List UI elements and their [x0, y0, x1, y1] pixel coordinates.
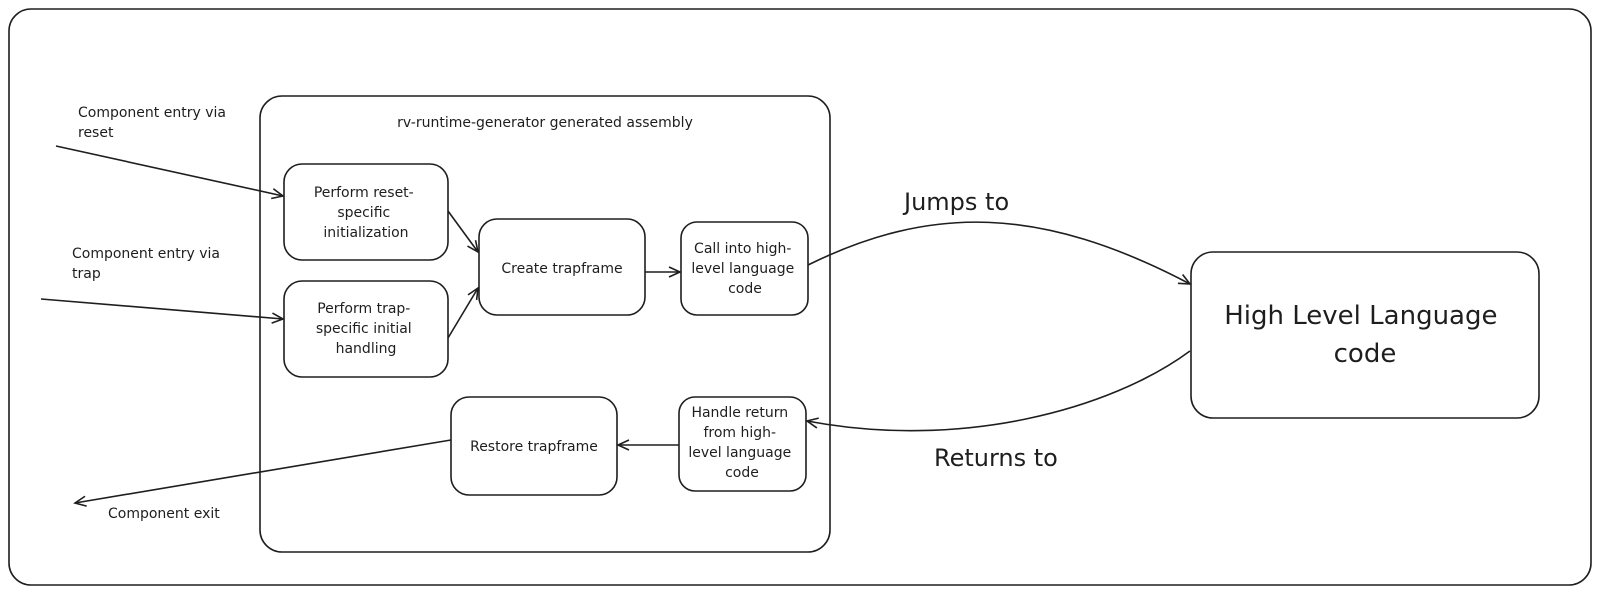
box-restore-trapframe: Restore trapframe [450, 396, 618, 496]
arrow-reset-to-create [447, 210, 480, 254]
container-title: rv-runtime-generator generated assembly [397, 115, 693, 131]
box-high-level-code: High Level Language code [1190, 251, 1540, 419]
svg-text:Perform reset- specific: Perform reset- specific initialization [314, 185, 418, 241]
returns-to-label: Returns to [934, 444, 1058, 472]
box-trap-init: Perform trap- specific initial handling [283, 280, 449, 378]
jumps-to-label: Jumps to [902, 188, 1009, 216]
entry-reset-label: Component entry via reset [78, 105, 230, 141]
arrow-entry-reset [55, 145, 285, 200]
box-call-high-level: Call into high- level language code [680, 221, 809, 316]
svg-text:High Level Language code: High Level Language code [1224, 301, 1506, 369]
arrow-component-exit [73, 439, 452, 507]
arrow-trap-to-create [447, 286, 479, 339]
box-reset-init: Perform reset- specific initialization [283, 163, 449, 261]
arrow-returns-to [805, 350, 1191, 432]
svg-text:Call into high- level la: Call into high- level language code [691, 241, 798, 297]
svg-text:Create trapframe: Create trapframe [501, 261, 622, 277]
box-create-trapframe: Create trapframe [478, 218, 646, 316]
exit-label: Component exit [108, 506, 220, 522]
svg-text:Restore trapframe: Restore trapframe [470, 439, 598, 455]
box-handle-return: Handle return from high- level language … [678, 396, 807, 492]
svg-text:Handle return from high-: Handle return from high- level language … [688, 405, 795, 481]
arrow-jumps-to [807, 221, 1192, 285]
entry-trap-label: Component entry via trap [72, 246, 224, 282]
svg-text:Perform trap- specific i: Perform trap- specific initial handling [316, 301, 416, 357]
arrow-entry-trap [40, 298, 285, 324]
